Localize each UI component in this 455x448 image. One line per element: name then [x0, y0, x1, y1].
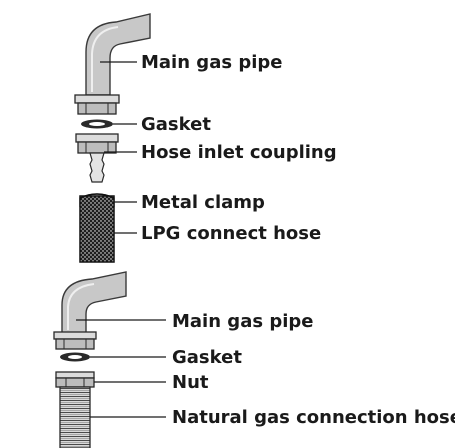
- label-natural-gas-connection-hose: Natural gas connection hose: [172, 407, 455, 428]
- label-gasket: Gasket: [141, 114, 211, 135]
- lpg-hose-drawing: [79, 193, 115, 263]
- pipe-nut-drawing: [53, 331, 97, 350]
- nut-drawing: [55, 371, 95, 388]
- label-lpg-connect-hose: LPG connect hose: [141, 223, 321, 244]
- label-metal-clamp: Metal clamp: [141, 192, 265, 213]
- label-gasket-2: Gasket: [172, 347, 242, 368]
- natural-gas-assembly: [53, 271, 127, 448]
- lpg-assembly: [74, 13, 151, 263]
- label-hose-inlet-coupling: Hose inlet coupling: [141, 142, 337, 163]
- hose-inlet-coupling-drawing: [75, 133, 119, 183]
- label-nut: Nut: [172, 372, 209, 393]
- main-gas-pipe-drawing: [61, 271, 127, 334]
- natural-gas-hose-drawing: [59, 386, 91, 448]
- label-main-gas-pipe-2: Main gas pipe: [172, 311, 313, 332]
- gasket-drawing: [60, 352, 90, 362]
- gasket-drawing: [81, 119, 113, 129]
- main-gas-pipe-drawing: [85, 13, 151, 96]
- label-main-gas-pipe: Main gas pipe: [141, 52, 282, 73]
- pipe-nut-drawing: [74, 94, 120, 115]
